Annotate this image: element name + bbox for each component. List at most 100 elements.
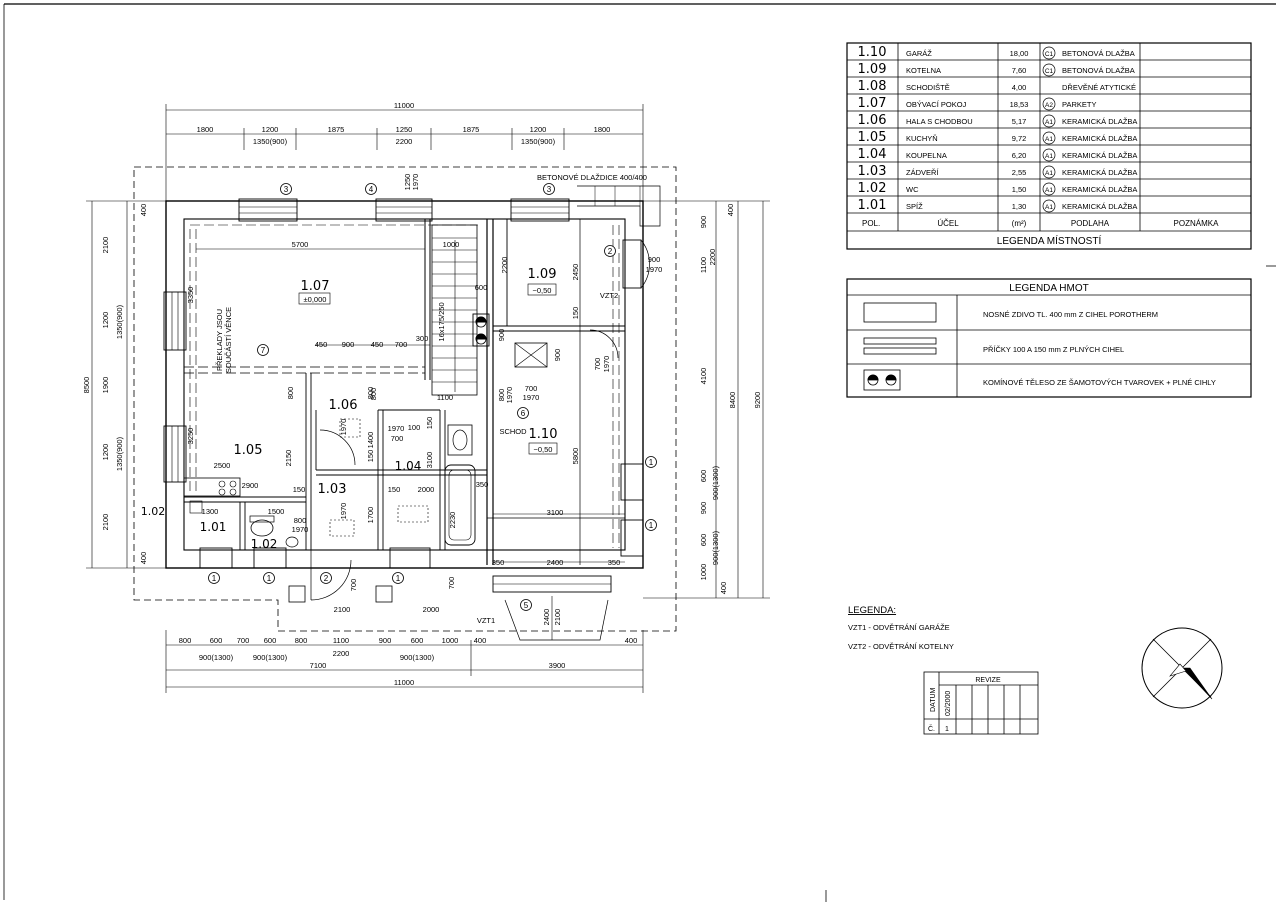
room-row-area: 18,53 [1010, 100, 1029, 109]
floor-code-circle [1042, 131, 1056, 145]
room-row-code: A1 [1045, 153, 1053, 160]
floor-code-circle [1042, 63, 1056, 77]
svg-text:800: 800 [286, 387, 295, 400]
svg-text:2200: 2200 [396, 137, 413, 146]
room-row-num: 1.01 [858, 198, 887, 213]
svg-text:150: 150 [366, 450, 375, 463]
room-row-area: 7,60 [1012, 66, 1027, 75]
svg-text:1700: 1700 [366, 507, 375, 524]
svg-text:450: 450 [315, 340, 328, 349]
room-row-code: C1 [1045, 51, 1054, 58]
room-row-name: HALA S CHODBOU [906, 117, 973, 126]
svg-text:700: 700 [593, 358, 602, 371]
floor-code-circle [1042, 165, 1056, 179]
svg-text:2500: 2500 [214, 461, 231, 470]
room-row-code: A1 [1045, 187, 1053, 194]
svg-text:800: 800 [366, 387, 375, 400]
svg-text:900: 900 [497, 329, 506, 342]
room-row-floor: KERAMICKÁ DLAŽBA [1062, 117, 1137, 126]
room-row-floor: PARKETY [1062, 100, 1096, 109]
svg-text:1350(900): 1350(900) [115, 304, 124, 339]
svg-text:700: 700 [395, 340, 408, 349]
svg-text:3250: 3250 [186, 428, 195, 445]
load-bearing-wall-symbol [863, 302, 937, 323]
svg-text:1200: 1200 [262, 125, 279, 134]
svg-text:11000: 11000 [394, 101, 414, 110]
svg-text:350: 350 [492, 558, 505, 567]
svg-text:1970: 1970 [411, 174, 420, 191]
svg-text:150: 150 [571, 307, 580, 320]
svg-text:1400: 1400 [366, 432, 375, 449]
revize-table [923, 671, 1039, 735]
room-row-floor: KERAMICKÁ DLAŽBA [1062, 185, 1137, 194]
room-row-area: 4,00 [1012, 83, 1027, 92]
section-mark-labels: 3 4 3 2 7 6 1 1 1 1 2 1 5 [212, 185, 654, 610]
svg-text:350: 350 [476, 480, 489, 489]
rooms-table-title: LEGENDA MÍSTNOSTÍ [997, 234, 1102, 247]
section-marks [208, 183, 657, 611]
svg-text:2400: 2400 [547, 558, 564, 567]
room-row-code: A1 [1045, 204, 1053, 211]
room-row-name: WC [906, 185, 919, 194]
svg-text:900(1300): 900(1300) [711, 530, 720, 565]
col-unit: (m²) [1012, 219, 1027, 228]
svg-text:6: 6 [521, 409, 526, 418]
svg-text:100: 100 [408, 423, 421, 432]
svg-text:1: 1 [267, 574, 272, 583]
materials-legend-title: LEGENDA HMOT [1009, 283, 1088, 294]
svg-text:900: 900 [699, 502, 708, 515]
svg-text:3: 3 [547, 185, 552, 194]
svg-text:400: 400 [625, 636, 638, 645]
svg-text:2230: 2230 [448, 512, 457, 529]
svg-text:800: 800 [179, 636, 192, 645]
svg-text:4: 4 [369, 185, 374, 194]
svg-text:1800: 1800 [594, 125, 611, 134]
legend-vzt2: VZT2 - ODVĚTRÁNÍ KOTELNY [848, 642, 954, 651]
rooms-legend-table [846, 42, 1252, 250]
svg-text:400: 400 [474, 636, 487, 645]
room-row-code: A1 [1045, 170, 1053, 177]
svg-text:1100: 1100 [437, 393, 453, 402]
svg-text:450: 450 [371, 340, 384, 349]
svg-text:1875: 1875 [463, 125, 480, 134]
legend-title: LEGENDA: [848, 605, 896, 616]
col-ucel: ÚČEL [937, 219, 959, 228]
plan-notes: BETONOVÉ DLAŽDICE 400/400 PŘEKLADY JSOU … [215, 173, 647, 625]
svg-text:1900: 1900 [101, 377, 110, 394]
svg-text:300: 300 [416, 334, 429, 343]
svg-text:700: 700 [525, 384, 538, 393]
col-podlaha: PODLAHA [1071, 219, 1110, 228]
svg-text:4100: 4100 [699, 368, 708, 385]
svg-text:7: 7 [261, 346, 266, 355]
svg-text:16x175/250: 16x175/250 [437, 302, 446, 341]
svg-text:1350(900): 1350(900) [253, 137, 288, 146]
note-schod: SCHOD [499, 427, 527, 436]
note-vzt2: VZT2 [600, 291, 618, 300]
room-1.07: 1.07 [301, 279, 330, 294]
room-row-floor: BETONOVÁ DLAŽBA [1062, 49, 1135, 58]
svg-text:1970: 1970 [292, 525, 309, 534]
svg-text:5: 5 [524, 601, 529, 610]
room-1.04: 1.04 [395, 459, 422, 473]
svg-text:900(1300): 900(1300) [711, 465, 720, 500]
svg-text:3: 3 [284, 185, 289, 194]
room-row-num: 1.02 [858, 181, 887, 196]
svg-text:700: 700 [391, 434, 404, 443]
svg-text:400: 400 [139, 552, 148, 565]
svg-text:7100: 7100 [310, 661, 327, 670]
room-row-floor: KERAMICKÁ DLAŽBA [1062, 134, 1137, 143]
room-row-num: 1.03 [858, 164, 887, 179]
svg-text:2000: 2000 [423, 605, 440, 614]
room-1.09-level: −0,50 [533, 286, 552, 295]
floor-code-circle [1042, 199, 1056, 213]
col-pol: POL. [862, 219, 880, 228]
dimension-texts: 11000 1800 1200 1875 1250 1875 1200 1800… [179, 101, 663, 687]
svg-text:2100: 2100 [334, 605, 351, 614]
svg-text:800: 800 [295, 636, 308, 645]
room-1.01: 1.01 [200, 520, 227, 534]
revize-datum: 02/2000 [945, 691, 952, 716]
svg-text:3900: 3900 [549, 661, 566, 670]
svg-text:2: 2 [608, 247, 613, 256]
svg-text:700: 700 [349, 579, 358, 592]
